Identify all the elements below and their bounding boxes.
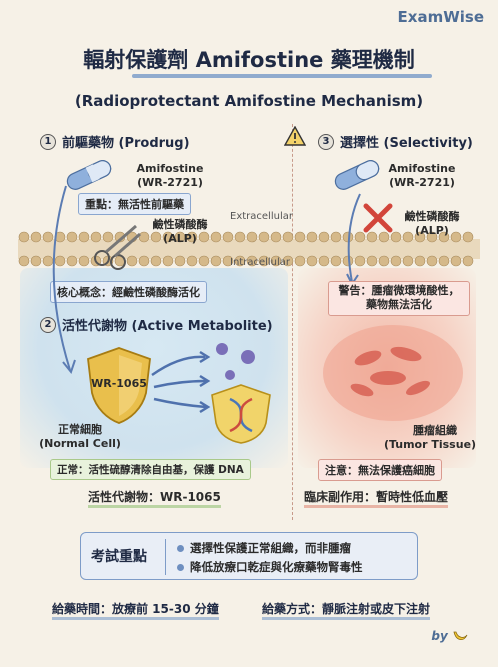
warning-box: 警告：腫瘤微環境酸性， 藥物無法活化 <box>328 281 470 316</box>
shield-icon <box>87 347 151 424</box>
enzyme-name: 鹼性磷酸酶 <box>152 218 208 231</box>
shield-label: WR-1065 <box>91 377 147 390</box>
exam-item-text: 降低放療口乾症與化療藥物腎毒性 <box>190 560 363 574</box>
warning-icon <box>284 126 306 146</box>
step-number: 2 <box>40 316 56 333</box>
enzyme-name-right: 鹼性磷酸酶 <box>404 210 460 223</box>
section-3-label: 選擇性 (Selectivity) <box>340 136 473 151</box>
exam-item: 降低放療口乾症與化療藥物腎毒性 <box>177 559 363 575</box>
side-effect-label: 臨床副作用：暫時性低血壓 <box>304 490 449 508</box>
normal-note-box: 正常：活性硫醇清除自由基，保護 DNA <box>50 459 251 480</box>
core-concept-box: 核心概念：經鹼性磷酸酶活化 <box>50 281 207 303</box>
title-underline <box>132 74 432 78</box>
tumor-label: 腫瘤組織 <box>413 424 457 437</box>
page-title: 輻射保護劑 Amifostine 藥理機制 <box>83 48 415 72</box>
bullet-icon <box>177 563 184 571</box>
dosing-route: 給藥方式：靜脈注射或皮下注射 <box>262 600 431 620</box>
intracellular-label: Intracellular <box>230 257 291 268</box>
tumor-tissue-illustration <box>323 325 463 421</box>
activation-arrow <box>52 185 76 375</box>
section-2-label: 活性代謝物 (Active Metabolite) <box>62 319 273 334</box>
warning-line-1: 警告：腫瘤微環境酸性， <box>338 284 460 297</box>
brand-logo: ExamWise <box>397 8 484 26</box>
cell-membrane <box>18 231 480 267</box>
blocked-x-icon <box>363 203 393 233</box>
exam-title: 考試重點 <box>91 549 147 565</box>
exam-focus-box: 考試重點 選擇性保護正常組織，而非腫瘤 降低放療口乾症與化療藥物腎毒性 <box>80 532 418 580</box>
normal-cell-label-en: (Normal Cell) <box>39 437 121 450</box>
page-subtitle: (Radioprotectant Amifostine Mechanism) <box>74 92 424 110</box>
exam-separator <box>165 539 166 575</box>
signature: by <box>431 629 468 644</box>
drug-code-right: (WR-2721) <box>389 176 455 189</box>
section-3-title: 3 選擇性 (Selectivity) <box>318 132 473 151</box>
signature-text: by <box>431 628 448 643</box>
capsule-icon <box>334 160 380 190</box>
enzyme-abbr-right: (ALP) <box>415 224 449 237</box>
scissors-icon <box>94 224 141 270</box>
scavenging-arrows <box>151 343 255 414</box>
capsule-icon <box>66 160 112 190</box>
section-divider <box>292 124 293 520</box>
extracellular-label: Extracellular <box>230 211 293 222</box>
tumor-label-en: (Tumor Tissue) <box>383 438 477 451</box>
normal-cell-label: 正常細胞 <box>58 423 102 436</box>
section-1-label: 前驅藥物 (Prodrug) <box>62 136 190 151</box>
warning-line-2: 藥物無法活化 <box>366 298 432 312</box>
exam-item: 選擇性保護正常組織，而非腫瘤 <box>177 540 351 556</box>
enzyme-abbr: (ALP) <box>163 232 197 245</box>
tumor-note-box: 注意：無法保護癌細胞 <box>318 459 442 481</box>
drug-name: Amifostine <box>136 162 204 175</box>
step-number: 3 <box>318 133 334 150</box>
key-point-box: 重點：無活性前驅藥 <box>78 193 191 215</box>
exam-item-text: 選擇性保護正常組織，而非腫瘤 <box>190 541 351 555</box>
dosing-time: 給藥時間：放療前 15-30 分鐘 <box>52 600 219 620</box>
step-number: 1 <box>40 133 56 150</box>
banana-icon <box>453 631 468 640</box>
dna-icon <box>211 384 271 444</box>
drug-code: (WR-2721) <box>137 176 203 189</box>
bullet-icon <box>177 544 184 552</box>
metabolite-label: 活性代謝物：WR-1065 <box>88 490 221 508</box>
section-2-title: 2 活性代謝物 (Active Metabolite) <box>40 315 273 334</box>
section-1-title: 1 前驅藥物 (Prodrug) <box>40 132 190 151</box>
blocked-arrow <box>346 193 361 286</box>
drug-name-right: Amifostine <box>388 162 456 175</box>
